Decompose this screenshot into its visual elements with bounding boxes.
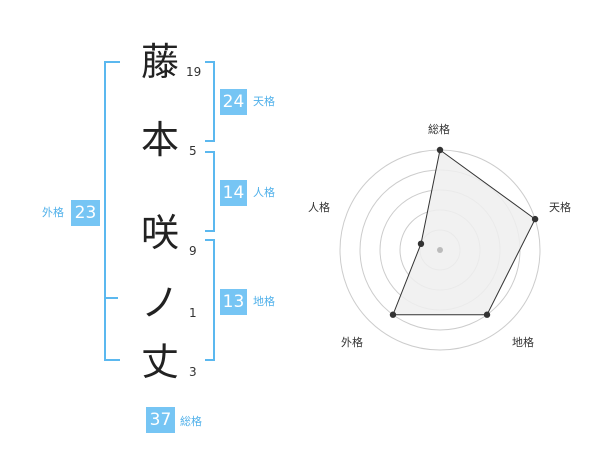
- name-char-2: 本: [140, 118, 179, 162]
- radar-point-3: [483, 311, 491, 318]
- stroke-count-1: 19: [186, 65, 202, 79]
- radar-point-1: [436, 146, 444, 154]
- radar-value-polygon: [392, 149, 536, 316]
- jinkaku-label: 人格: [253, 186, 275, 199]
- name-char-1: 藤: [140, 40, 179, 84]
- name-char-5: 丈: [140, 340, 179, 384]
- gaikaku-label: 外格: [42, 206, 64, 219]
- tenkaku-label: 天格: [253, 95, 275, 108]
- tenkaku-badge: 24: [220, 89, 247, 115]
- jinkaku-badge: 14: [220, 180, 247, 206]
- radar-point-4: [389, 311, 397, 318]
- radar-center-dot: [437, 247, 443, 253]
- soukaku-label: 総格: [180, 415, 202, 428]
- chikaku-badge: 13: [220, 289, 247, 315]
- stroke-count-5: 3: [189, 365, 197, 379]
- radar-axis-label-gaikaku: 外格: [341, 336, 363, 349]
- gaikaku-bracket: [104, 61, 120, 361]
- radar-point-2: [531, 215, 539, 223]
- stroke-count-2: 5: [189, 144, 197, 158]
- radar-axis-label-chikaku: 地格: [512, 336, 534, 349]
- name-char-4: ノ: [140, 281, 179, 325]
- radar-axis-label-soukaku: 総格: [428, 123, 450, 136]
- stroke-count-4: 1: [189, 306, 197, 320]
- gaikaku-badge: 23: [71, 200, 100, 226]
- chikaku-bracket: [205, 239, 215, 361]
- radar-axis-label-jinkaku: 人格: [308, 201, 330, 214]
- radar-axis-label-tenkaku: 天格: [549, 201, 571, 214]
- tenkaku-bracket: [205, 61, 215, 142]
- name-char-3: 咲: [140, 211, 179, 255]
- jinkaku-bracket: [205, 151, 215, 232]
- radar-point-5: [417, 240, 425, 248]
- gaikaku-bracket-divider: [104, 297, 118, 299]
- stroke-count-3: 9: [189, 244, 197, 258]
- chikaku-label: 地格: [253, 295, 275, 308]
- soukaku-badge: 37: [146, 407, 175, 433]
